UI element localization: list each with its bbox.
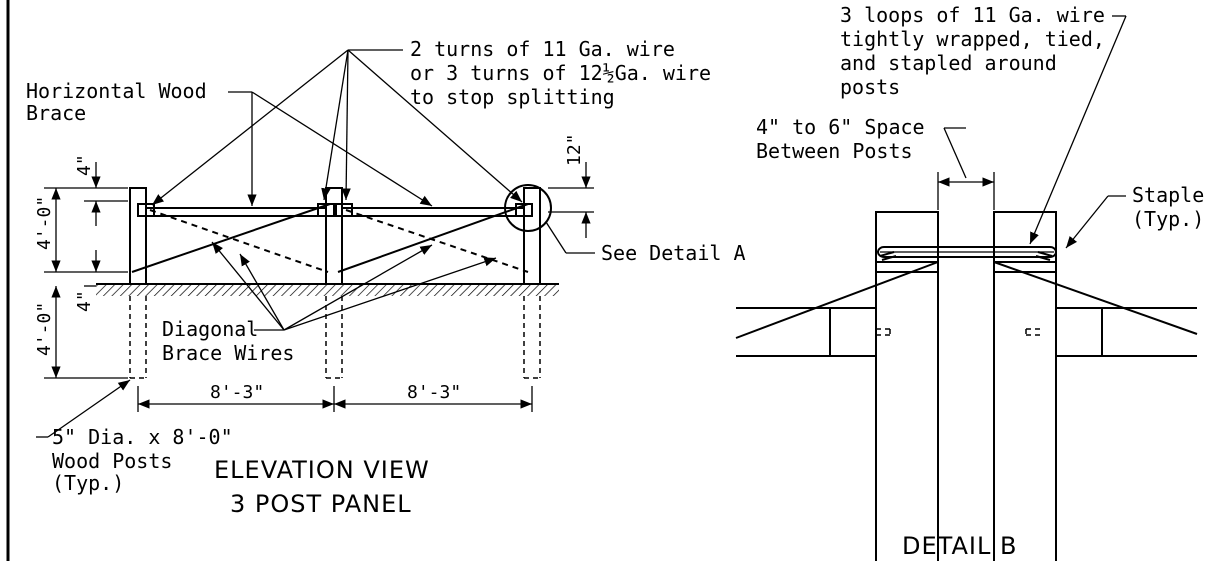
loops-note-line4: posts: [840, 75, 900, 99]
vertical-dimensions: [44, 162, 128, 379]
detail-b-title: DETAIL B: [902, 532, 1017, 560]
elevation-title-line1: ELEVATION VIEW: [214, 456, 430, 484]
staple-note-line2: (Typ.): [1132, 207, 1204, 231]
post-right: [523, 187, 541, 379]
loops-note-line2: tightly wrapped, tied,: [840, 27, 1105, 51]
space-dimension: [937, 127, 995, 210]
detail-diagonal-wire-left: [735, 261, 939, 339]
brace-end-wrap: [137, 203, 155, 217]
diag-label-line1: Diagonal: [162, 317, 258, 341]
dim-4ft-above: 4'-0": [34, 196, 55, 250]
diagonal-wire-1-dashed: [149, 209, 329, 273]
wire-note-line3: to stop splitting: [410, 85, 615, 109]
detail-post-right: [993, 211, 1057, 561]
detail-diagonal-wire-right: [993, 261, 1198, 335]
detail-a-leader: [545, 221, 567, 254]
diag-label-leaders: [211, 241, 497, 331]
dim-span-2: 8'-3": [407, 382, 461, 403]
staple-note-leader: [1065, 195, 1126, 249]
dim-span-1: 8'-3": [210, 382, 264, 403]
detail-brace-right: [1025, 307, 1197, 357]
space-note-line1: 4" to 6" Space: [756, 115, 925, 139]
wire-note-line1: 2 turns of 11 Ga. wire: [410, 37, 675, 61]
dim-4in-top: 4": [74, 154, 95, 176]
horizontal-brace-2: [341, 207, 525, 217]
dim-4ft-below: 4'-0": [34, 302, 55, 356]
staple-icons: [879, 251, 1053, 261]
diagonal-wire-1: [131, 203, 331, 273]
brace-end-wrap: [317, 203, 335, 217]
dim-12in-lines: [548, 162, 594, 238]
elevation-title-line2: 3 POST PANEL: [230, 490, 412, 518]
diagonal-wire-2: [337, 203, 529, 273]
detail-post-left: [875, 211, 939, 561]
detail-a-circle: [504, 184, 552, 232]
dim-12in: 12": [564, 133, 585, 166]
diagonal-wire-2-dashed: [345, 209, 529, 273]
posts-label-line3: (Typ.): [52, 471, 124, 495]
post-left: [129, 187, 147, 379]
posts-label-leader: [36, 379, 131, 438]
span-dimensions: [137, 386, 533, 412]
brace-end-wrap: [515, 203, 533, 217]
posts-label-line1: 5" Dia. x 8'-0": [52, 425, 233, 449]
elevation-view: See Detail A 2 turns of 11 Ga. wire or 3…: [26, 37, 746, 518]
horizontal-brace-1: [145, 207, 327, 217]
diag-label-line2: Brace Wires: [162, 341, 294, 365]
wire-note-leaders: [151, 49, 523, 206]
detail-brace-left: [736, 307, 891, 357]
detail-b: 4" to 6" Space Between Posts 3 loops of …: [735, 3, 1204, 561]
staple-note-line1: Staple: [1132, 183, 1204, 207]
brace-label-leaders: [228, 91, 433, 207]
wire-loops: [877, 246, 1057, 258]
loops-note-line1: 3 loops of 11 Ga. wire: [840, 3, 1105, 27]
brace-label-line1: Horizontal Wood: [26, 79, 207, 103]
posts-label-line2: Wood Posts: [52, 449, 172, 473]
loops-note-line3: and stapled around: [840, 51, 1057, 75]
see-detail-label: See Detail A: [601, 241, 746, 265]
dim-4in-ground: 4": [74, 290, 95, 312]
space-note-line2: Between Posts: [756, 139, 913, 163]
brace-end-wrap: [335, 203, 353, 217]
wire-note-line2: or 3 turns of 12½Ga. wire: [410, 61, 711, 85]
loops-note-leader: [1029, 15, 1127, 245]
ground-hatch: [96, 284, 559, 296]
brace-label-line2: Brace: [26, 101, 86, 125]
